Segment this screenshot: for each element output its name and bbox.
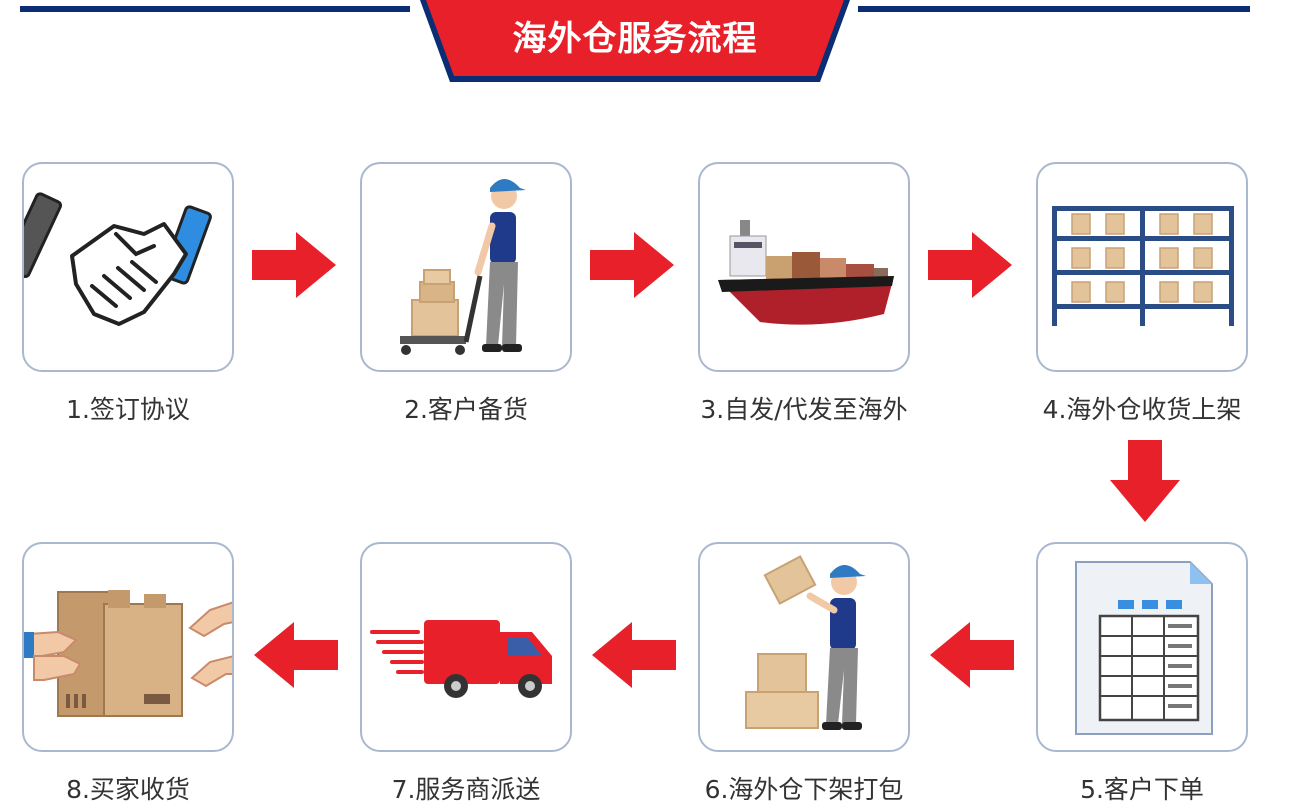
step-1-label: 1.签订协议 — [66, 395, 190, 424]
delivery-truck-icon — [370, 620, 552, 698]
step-4-label: 4.海外仓收货上架 — [1042, 395, 1242, 424]
step-6-label: 6.海外仓下架打包 — [704, 775, 904, 804]
header-line-left — [20, 6, 410, 12]
page-title: 海外仓服务流程 — [512, 19, 758, 59]
step-4-card — [1036, 162, 1248, 372]
step-3-card — [698, 162, 910, 372]
cargo-ship-icon — [718, 220, 894, 325]
arrow-left-icon — [592, 622, 676, 688]
step-8-label: 8.买家收货 — [66, 775, 190, 804]
step-7-label: 7.服务商派送 — [391, 775, 541, 804]
header-banner — [420, 0, 850, 82]
step-7-card — [360, 542, 572, 752]
step-2-card — [360, 162, 572, 372]
handshake-icon — [24, 192, 212, 326]
arrow-right-icon — [252, 232, 336, 298]
step-1-card — [22, 162, 234, 372]
step-8-card — [22, 542, 234, 752]
worker-cart-icon — [400, 179, 526, 355]
arrow-left-icon — [930, 622, 1014, 688]
arrow-right-icon — [928, 232, 1012, 298]
worker-packing-icon — [745, 555, 866, 730]
step-5-label: 5.客户下单 — [1080, 775, 1204, 804]
arrow-down-icon — [1110, 440, 1180, 522]
step-3-label: 3.自发/代发至海外 — [700, 395, 908, 424]
header-line-right — [858, 6, 1250, 12]
arrow-left-icon — [254, 622, 338, 688]
arrow-right-icon — [590, 232, 674, 298]
step-5-card — [1036, 542, 1248, 752]
warehouse-shelf-icon — [1052, 206, 1234, 326]
receive-boxes-icon — [24, 590, 232, 717]
step-6-card — [698, 542, 910, 752]
step-2-label: 2.客户备货 — [404, 395, 528, 424]
order-form-icon — [1075, 561, 1213, 735]
